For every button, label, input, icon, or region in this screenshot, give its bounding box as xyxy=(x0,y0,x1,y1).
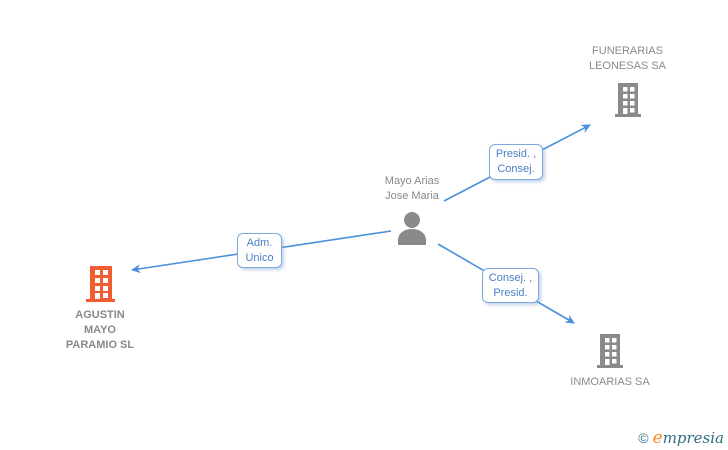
building-icon-highlighted xyxy=(85,266,116,302)
person-node-mayo-arias-jose-maria[interactable]: Mayo Arias Jose Maria xyxy=(347,174,477,245)
logo-text: mpresia xyxy=(662,429,724,447)
logo-initial: e xyxy=(652,428,663,448)
copyright-icon: © xyxy=(638,430,649,446)
edge-label-presid-consej: Presid. , Consej. xyxy=(489,144,543,180)
company-node-agustin-mayo-paramio[interactable]: AGUSTIN MAYO PARAMIO SL xyxy=(25,266,175,353)
company-node-funerarias-leonesas[interactable]: FUNERARIAS LEONESAS SA xyxy=(545,44,710,117)
company-name: FUNERARIAS LEONESAS SA xyxy=(588,45,667,72)
edge-label-adm-unico: Adm. Unico xyxy=(237,233,282,268)
edge-label-consej-presid: Consej. , Presid. xyxy=(482,268,539,303)
person-icon xyxy=(395,211,429,245)
person-name: Mayo Arias Jose Maria xyxy=(384,175,440,202)
building-icon xyxy=(614,83,642,117)
empresia-logo: ©empresia xyxy=(638,429,724,447)
company-name: INMOARIAS SA xyxy=(570,376,650,388)
building-icon xyxy=(596,334,624,368)
company-node-inmoarias[interactable]: INMOARIAS SA xyxy=(530,334,690,390)
company-name: AGUSTIN MAYO PARAMIO SL xyxy=(65,309,135,351)
